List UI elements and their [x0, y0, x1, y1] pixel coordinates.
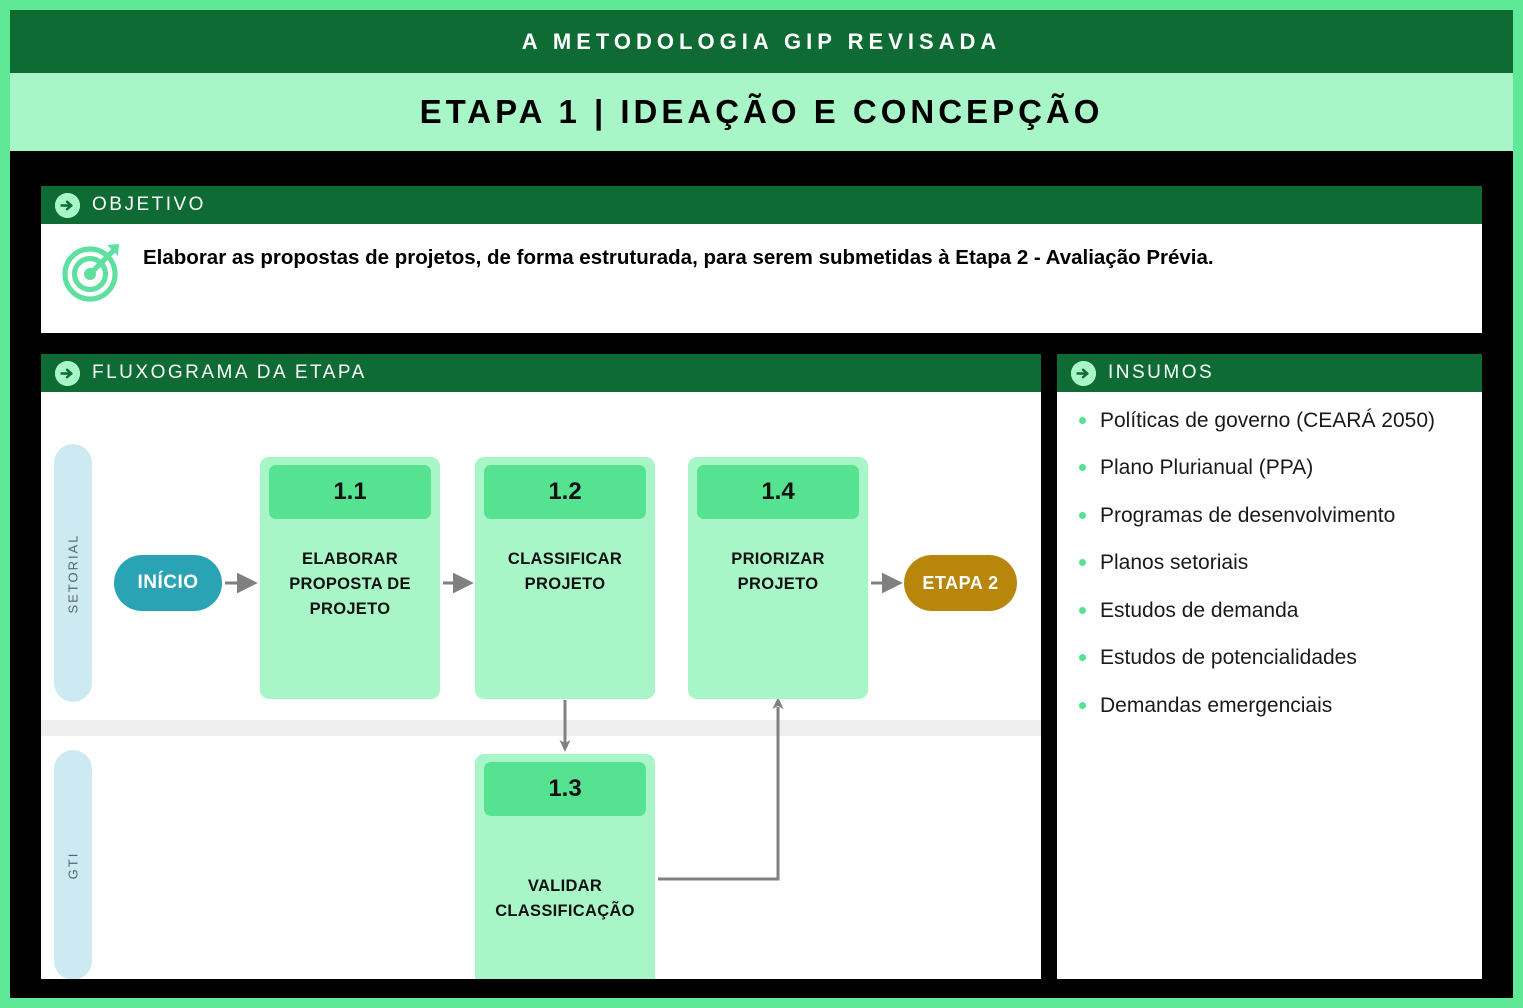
- step-label: PRIORIZAR PROJETO: [731, 550, 825, 593]
- methodology-title: A METODOLOGIA GIP REVISADA: [521, 28, 1002, 54]
- list-item: Demandas emergenciais: [1079, 691, 1464, 721]
- list-item-label: Estudos de potencialidades: [1100, 646, 1357, 670]
- process-step-1-1[interactable]: 1.1 ELABORAR PROPOSTA DE PROJETO: [260, 457, 440, 699]
- inputs-section-label: INSUMOS: [1108, 362, 1215, 383]
- top-banner: A METODOLOGIA GIP REVISADA: [10, 10, 1513, 73]
- swimlane-label-gti: GTI: [54, 750, 92, 979]
- terminator-inicio[interactable]: INÍCIO: [114, 555, 222, 611]
- arrow-right-icon: [55, 360, 80, 386]
- stage-title: ETAPA 1 | IDEAÇÃO E CONCEPÇÃO: [419, 93, 1104, 130]
- list-item-label: Políticas de governo (CEARÁ 2050): [1100, 409, 1436, 432]
- lane-divider: [41, 720, 1041, 736]
- flowchart-section-header: FLUXOGRAMA DA ETAPA: [41, 354, 1041, 392]
- arrow-right-icon: [1071, 360, 1096, 386]
- arrow-right-icon: [55, 192, 80, 218]
- list-item: Políticas de governo (CEARÁ 2050): [1079, 406, 1464, 436]
- objective-section-header: OBJETIVO: [41, 186, 1482, 224]
- flowchart-card: FLUXOGRAMA DA ETAPA SETORIAL GTI: [41, 354, 1041, 979]
- bullet-icon: [1079, 417, 1086, 424]
- bullet-icon: [1079, 654, 1086, 662]
- list-item: Plano Plurianual (PPA): [1079, 453, 1464, 483]
- objective-text: Elaborar as propostas de projetos, de fo…: [143, 246, 1214, 269]
- swimlane-gti-text: GTI: [65, 851, 81, 879]
- flowchart-section-label: FLUXOGRAMA DA ETAPA: [92, 362, 367, 383]
- swimlane-label-setorial: SETORIAL: [54, 444, 92, 702]
- bullet-icon: [1079, 606, 1086, 614]
- step-number-badge: 1.3: [484, 762, 646, 816]
- list-item: Estudos de demanda: [1079, 596, 1464, 626]
- process-step-1-2[interactable]: 1.2 CLASSIFICAR PROJETO: [475, 457, 655, 699]
- inputs-card: INSUMOS Políticas de governo (CEARÁ 2050…: [1057, 354, 1482, 979]
- inputs-list: Políticas de governo (CEARÁ 2050) Plano …: [1057, 392, 1482, 721]
- swimlane-setorial-text: SETORIAL: [65, 532, 81, 614]
- process-step-1-3[interactable]: 1.3 VALIDAR CLASSIFICAÇÃO: [475, 754, 655, 979]
- bullet-icon: [1079, 511, 1086, 519]
- step-label: VALIDAR CLASSIFICAÇÃO: [495, 877, 635, 920]
- objective-section-label: OBJETIVO: [92, 194, 206, 215]
- step-number-badge: 1.4: [697, 465, 859, 519]
- step-number-badge: 1.1: [269, 465, 431, 519]
- list-item-label: Programas de desenvolvimento: [1100, 503, 1396, 527]
- list-item-label: Plano Plurianual (PPA): [1100, 456, 1314, 480]
- process-step-1-4[interactable]: 1.4 PRIORIZAR PROJETO: [688, 457, 868, 699]
- bullet-icon: [1079, 701, 1086, 709]
- terminator-etapa2-label: ETAPA 2: [922, 572, 999, 593]
- list-item-label: Estudos de demanda: [1100, 598, 1299, 622]
- list-item-label: Demandas emergenciais: [1100, 693, 1333, 717]
- step-label: ELABORAR PROPOSTA DE PROJETO: [289, 550, 411, 618]
- target-icon: [59, 238, 125, 304]
- objective-body: Elaborar as propostas de projetos, de fo…: [41, 224, 1482, 304]
- stage-banner: ETAPA 1 | IDEAÇÃO E CONCEPÇÃO: [10, 73, 1513, 151]
- bullet-icon: [1079, 464, 1086, 472]
- terminator-inicio-label: INÍCIO: [137, 572, 199, 593]
- content-area: OBJETIVO Elaborar as propostas de projet…: [10, 151, 1513, 998]
- terminator-etapa2[interactable]: ETAPA 2: [904, 555, 1017, 611]
- flowchart-canvas: SETORIAL GTI: [41, 392, 1041, 979]
- objective-card: OBJETIVO Elaborar as propostas de projet…: [41, 186, 1482, 333]
- step-label: CLASSIFICAR PROJETO: [507, 550, 623, 593]
- list-item: Estudos de potencialidades: [1079, 643, 1464, 673]
- list-item: Planos setoriais: [1079, 548, 1464, 578]
- step-number-badge: 1.2: [484, 465, 646, 519]
- bullet-icon: [1079, 559, 1086, 567]
- inputs-section-header: INSUMOS: [1057, 354, 1482, 392]
- list-item: Programas de desenvolvimento: [1079, 501, 1464, 531]
- list-item-label: Planos setoriais: [1100, 551, 1249, 575]
